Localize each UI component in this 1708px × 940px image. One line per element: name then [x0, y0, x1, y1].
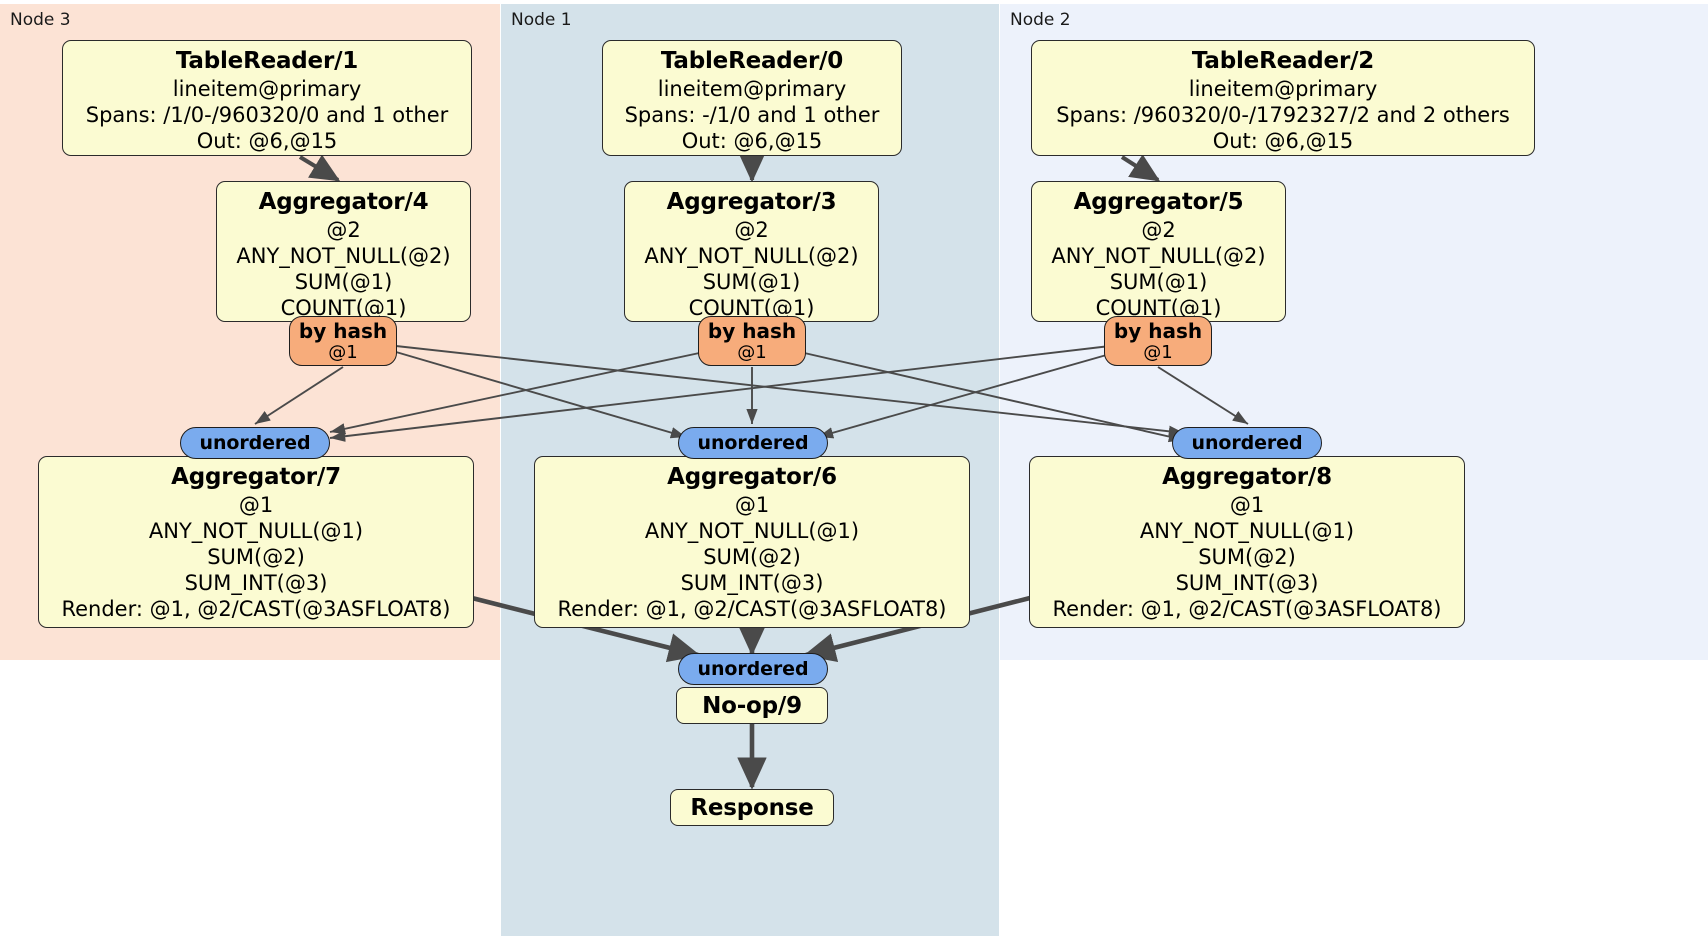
- processor-line: @1: [238, 493, 274, 517]
- processor-title: Aggregator/8: [1162, 464, 1332, 490]
- processor-line: Out: @6,@15: [1212, 129, 1354, 153]
- processor-aggregator-5[interactable]: Aggregator/5 @2 ANY_NOT_NULL(@2) SUM(@1)…: [1031, 181, 1286, 322]
- processor-line: ANY_NOT_NULL(@1): [148, 519, 364, 543]
- processor-line: lineitem@primary: [657, 77, 847, 101]
- processor-line: @1: [734, 493, 770, 517]
- router-type-label: by hash: [1113, 318, 1203, 343]
- router-unordered-final[interactable]: unordered: [678, 653, 828, 685]
- router-unordered-right[interactable]: unordered: [1172, 427, 1322, 459]
- processor-line: ANY_NOT_NULL(@2): [1051, 244, 1266, 268]
- processor-line: Out: @6,@15: [196, 129, 338, 153]
- router-unordered-mid[interactable]: unordered: [678, 427, 828, 459]
- processor-line: @1: [1229, 493, 1265, 517]
- processor-line: lineitem@primary: [172, 77, 362, 101]
- processor-line: ANY_NOT_NULL(@2): [236, 244, 451, 268]
- processor-table-reader-0[interactable]: TableReader/0 lineitem@primary Spans: -/…: [602, 40, 902, 156]
- router-hash-aggregator-3[interactable]: by hash @1: [698, 316, 806, 366]
- router-type-label: unordered: [1191, 431, 1303, 454]
- router-column-label: @1: [328, 341, 358, 363]
- processor-line: Out: @6,@15: [681, 129, 823, 153]
- processor-response[interactable]: Response: [670, 789, 834, 826]
- processor-line: Spans: /960320/0-/1792327/2 and 2 others: [1056, 103, 1510, 127]
- router-column-label: @1: [1143, 341, 1173, 363]
- processor-line: SUM_INT(@3): [1175, 571, 1319, 595]
- processor-title: Aggregator/6: [667, 464, 837, 490]
- processor-noop-9[interactable]: No-op/9: [676, 687, 828, 724]
- router-column-label: @1: [737, 341, 767, 363]
- processor-title: Aggregator/5: [1073, 189, 1244, 215]
- processor-title: Response: [690, 794, 814, 821]
- processor-line: ANY_NOT_NULL(@1): [644, 519, 860, 543]
- router-hash-aggregator-5[interactable]: by hash @1: [1104, 316, 1212, 366]
- router-type-label: unordered: [199, 431, 311, 454]
- processor-title: TableReader/1: [175, 48, 359, 74]
- panel-node-2-label: Node 2: [1010, 10, 1071, 30]
- router-type-label: by hash: [298, 318, 388, 343]
- processor-title: Aggregator/3: [666, 189, 837, 215]
- processor-line: Spans: /1/0-/960320/0 and 1 other: [85, 103, 449, 127]
- panel-node-3-label: Node 3: [10, 10, 71, 30]
- processor-table-reader-2[interactable]: TableReader/2 lineitem@primary Spans: /9…: [1031, 40, 1535, 156]
- router-unordered-left[interactable]: unordered: [180, 427, 330, 459]
- processor-line: SUM_INT(@3): [184, 571, 328, 595]
- processor-line: @2: [734, 218, 769, 242]
- router-type-label: unordered: [697, 657, 809, 680]
- processor-aggregator-4[interactable]: Aggregator/4 @2 ANY_NOT_NULL(@2) SUM(@1)…: [216, 181, 471, 322]
- processor-line: Spans: -/1/0 and 1 other: [624, 103, 880, 127]
- processor-line: Render: @1, @2/CAST(@3ASFLOAT8): [1052, 597, 1442, 621]
- processor-line: Render: @1, @2/CAST(@3ASFLOAT8): [61, 597, 451, 621]
- processor-line: SUM(@1): [1109, 270, 1208, 294]
- processor-aggregator-6[interactable]: Aggregator/6 @1 ANY_NOT_NULL(@1) SUM(@2)…: [534, 456, 970, 628]
- panel-node-1-label: Node 1: [511, 10, 572, 30]
- processor-aggregator-7[interactable]: Aggregator/7 @1 ANY_NOT_NULL(@1) SUM(@2)…: [38, 456, 474, 628]
- processor-line: SUM_INT(@3): [680, 571, 824, 595]
- processor-title: TableReader/2: [1191, 48, 1375, 74]
- processor-aggregator-3[interactable]: Aggregator/3 @2 ANY_NOT_NULL(@2) SUM(@1)…: [624, 181, 879, 322]
- processor-table-reader-1[interactable]: TableReader/1 lineitem@primary Spans: /1…: [62, 40, 472, 156]
- processor-line: SUM(@1): [294, 270, 393, 294]
- processor-title: TableReader/0: [660, 48, 844, 74]
- router-type-label: unordered: [697, 431, 809, 454]
- processor-line: @2: [326, 218, 361, 242]
- router-type-label: by hash: [707, 318, 797, 343]
- processor-title: Aggregator/4: [258, 189, 429, 215]
- processor-title: Aggregator/7: [171, 464, 341, 490]
- processor-line: SUM(@1): [702, 270, 801, 294]
- router-hash-aggregator-4[interactable]: by hash @1: [289, 316, 397, 366]
- processor-line: Render: @1, @2/CAST(@3ASFLOAT8): [557, 597, 947, 621]
- processor-line: SUM(@2): [1198, 545, 1296, 569]
- processor-aggregator-8[interactable]: Aggregator/8 @1 ANY_NOT_NULL(@1) SUM(@2)…: [1029, 456, 1465, 628]
- processor-line: SUM(@2): [703, 545, 801, 569]
- processor-line: SUM(@2): [207, 545, 305, 569]
- processor-line: @2: [1141, 218, 1176, 242]
- processor-line: lineitem@primary: [1188, 77, 1378, 101]
- processor-line: ANY_NOT_NULL(@2): [644, 244, 859, 268]
- processor-line: ANY_NOT_NULL(@1): [1139, 519, 1355, 543]
- processor-title: No-op/9: [702, 692, 802, 719]
